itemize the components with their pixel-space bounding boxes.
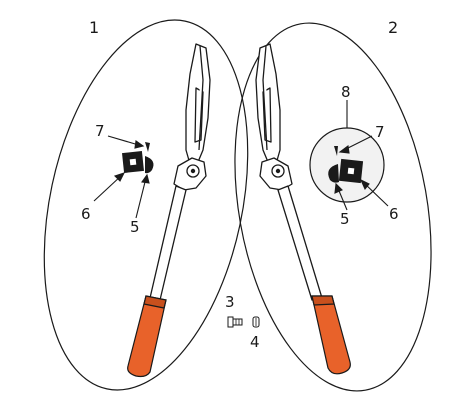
leaders-right [334,100,389,211]
center-parts: 3 4 [225,293,260,351]
nut [252,316,260,328]
panel-2-ellipse [234,22,432,392]
bolt [227,316,243,328]
callout-right-5: 5 [340,210,350,228]
panel-2: 2 [234,18,432,392]
callout-left-6: 6 [81,205,91,223]
wedge-right [334,146,338,156]
pruner-left-grip-collar [143,295,167,309]
panel-2-number: 2 [388,18,398,37]
callout-center-4: 4 [250,333,260,351]
half-round-left [145,156,154,174]
callout-right-8: 8 [341,83,351,101]
callout-left-5: 5 [130,218,140,236]
pruner-right-pivot-inner [275,168,281,174]
pruner-left-grip [127,295,167,378]
panel-1: 1 [43,18,249,391]
mount-plate-left-hole [129,158,137,166]
callout-center-3: 3 [225,293,235,311]
mount-plate-right-hole [347,167,355,175]
pruner-right-blade-ridge [262,45,268,151]
pruner-right-grip [311,295,351,375]
pruner-right-grip-collar [311,295,335,306]
leaders-left [93,135,150,219]
callout-left-7: 7 [95,122,105,140]
pruner-right-shaft [277,185,323,301]
pruner-left-pivot-inner [190,168,196,174]
panel-1-number: 1 [89,18,99,37]
pruner-left-shaft [149,185,187,301]
half-round-right [328,164,339,183]
pruner-left-blade-ridge [198,45,204,151]
pruner-right [255,43,351,375]
parts-left [122,142,154,174]
callout-right-7: 7 [375,123,385,141]
callout-right-6: 6 [389,205,399,223]
panel-1-ellipse [43,19,249,391]
pruner-left [127,43,211,378]
wedge-left [145,142,150,152]
